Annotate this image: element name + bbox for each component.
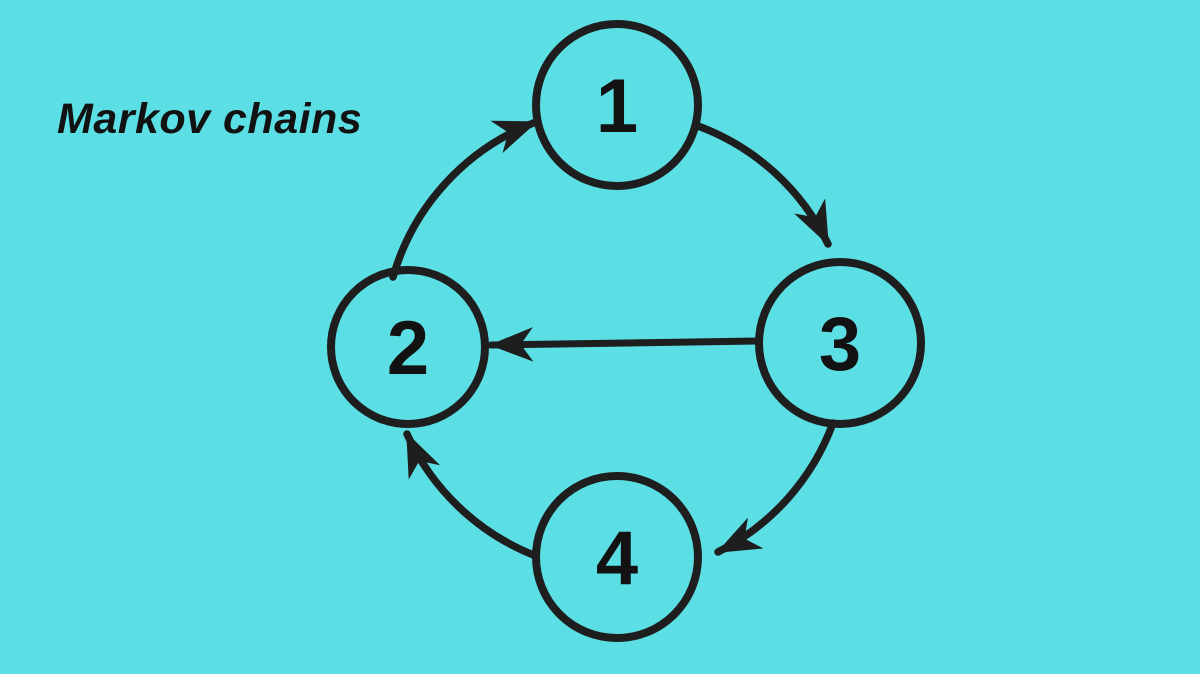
node-state-3: 3 [755, 258, 925, 428]
page-title: Markov chains [57, 95, 363, 143]
node-label-2: 2 [387, 306, 429, 391]
edge-2-to-1 [389, 118, 540, 281]
node-circle-3 [755, 258, 925, 428]
node-circle-1 [532, 20, 702, 190]
node-circle-4 [532, 472, 702, 642]
edge-3-to-2 [487, 327, 761, 362]
node-state-2: 2 [327, 266, 489, 428]
node-state-1: 1 [532, 20, 702, 190]
edge-4-to-2 [403, 430, 540, 560]
edge-1-to-3 [694, 122, 832, 248]
node-circle-2 [327, 266, 489, 428]
node-label-4: 4 [596, 516, 638, 601]
node-state-4: 4 [532, 472, 702, 642]
node-label-3: 3 [819, 302, 861, 387]
node-label-1: 1 [596, 64, 638, 149]
edge-3-to-4 [714, 419, 837, 556]
